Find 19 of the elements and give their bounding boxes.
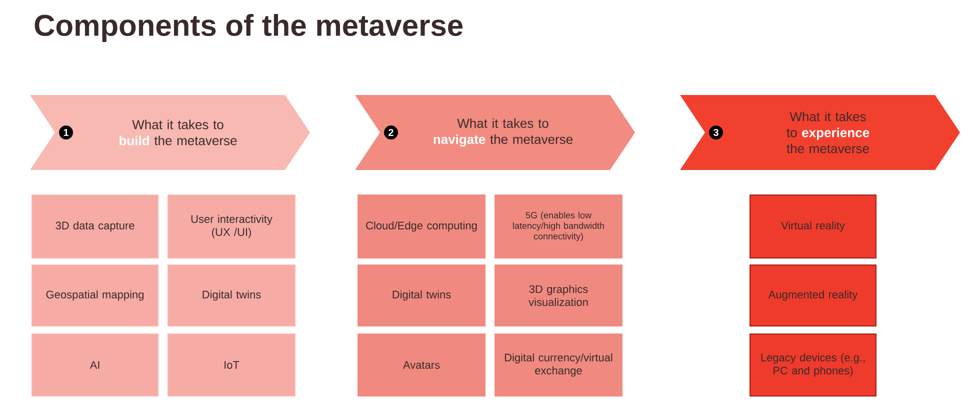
component-box: Digital currency/virtual exchange xyxy=(494,333,622,396)
title: Components of the metaverse xyxy=(34,14,463,42)
chevron: What it takes to navigate the metaverse 2 xyxy=(355,95,635,170)
component-box: User interactivity (UX /UI) xyxy=(168,194,296,258)
component-box: Avatars xyxy=(358,333,486,396)
component-box: AI xyxy=(32,333,158,396)
component-box: IoT xyxy=(168,333,296,396)
component-box: 3D data capture xyxy=(32,194,158,258)
component-box: 5G (enables low latency/high bandwidth connectivity) xyxy=(494,194,622,258)
component-box: Geospatial mapping xyxy=(32,264,158,326)
component-box: Legacy devices (e.g., PC and phones) xyxy=(750,333,876,396)
chevron: What it takes to build the metaverse 1 xyxy=(30,95,310,170)
component-box: Digital twins xyxy=(168,264,296,326)
component-box: 3D graphics visualization xyxy=(494,264,622,326)
component-box: Augmented reality xyxy=(750,264,876,326)
chevron: What it takes to experience the metaverse 3 xyxy=(680,95,960,170)
component-box: Virtual reality xyxy=(750,194,876,258)
component-box: Cloud/Edge computing xyxy=(358,194,486,258)
component-box: Digital twins xyxy=(358,264,486,326)
